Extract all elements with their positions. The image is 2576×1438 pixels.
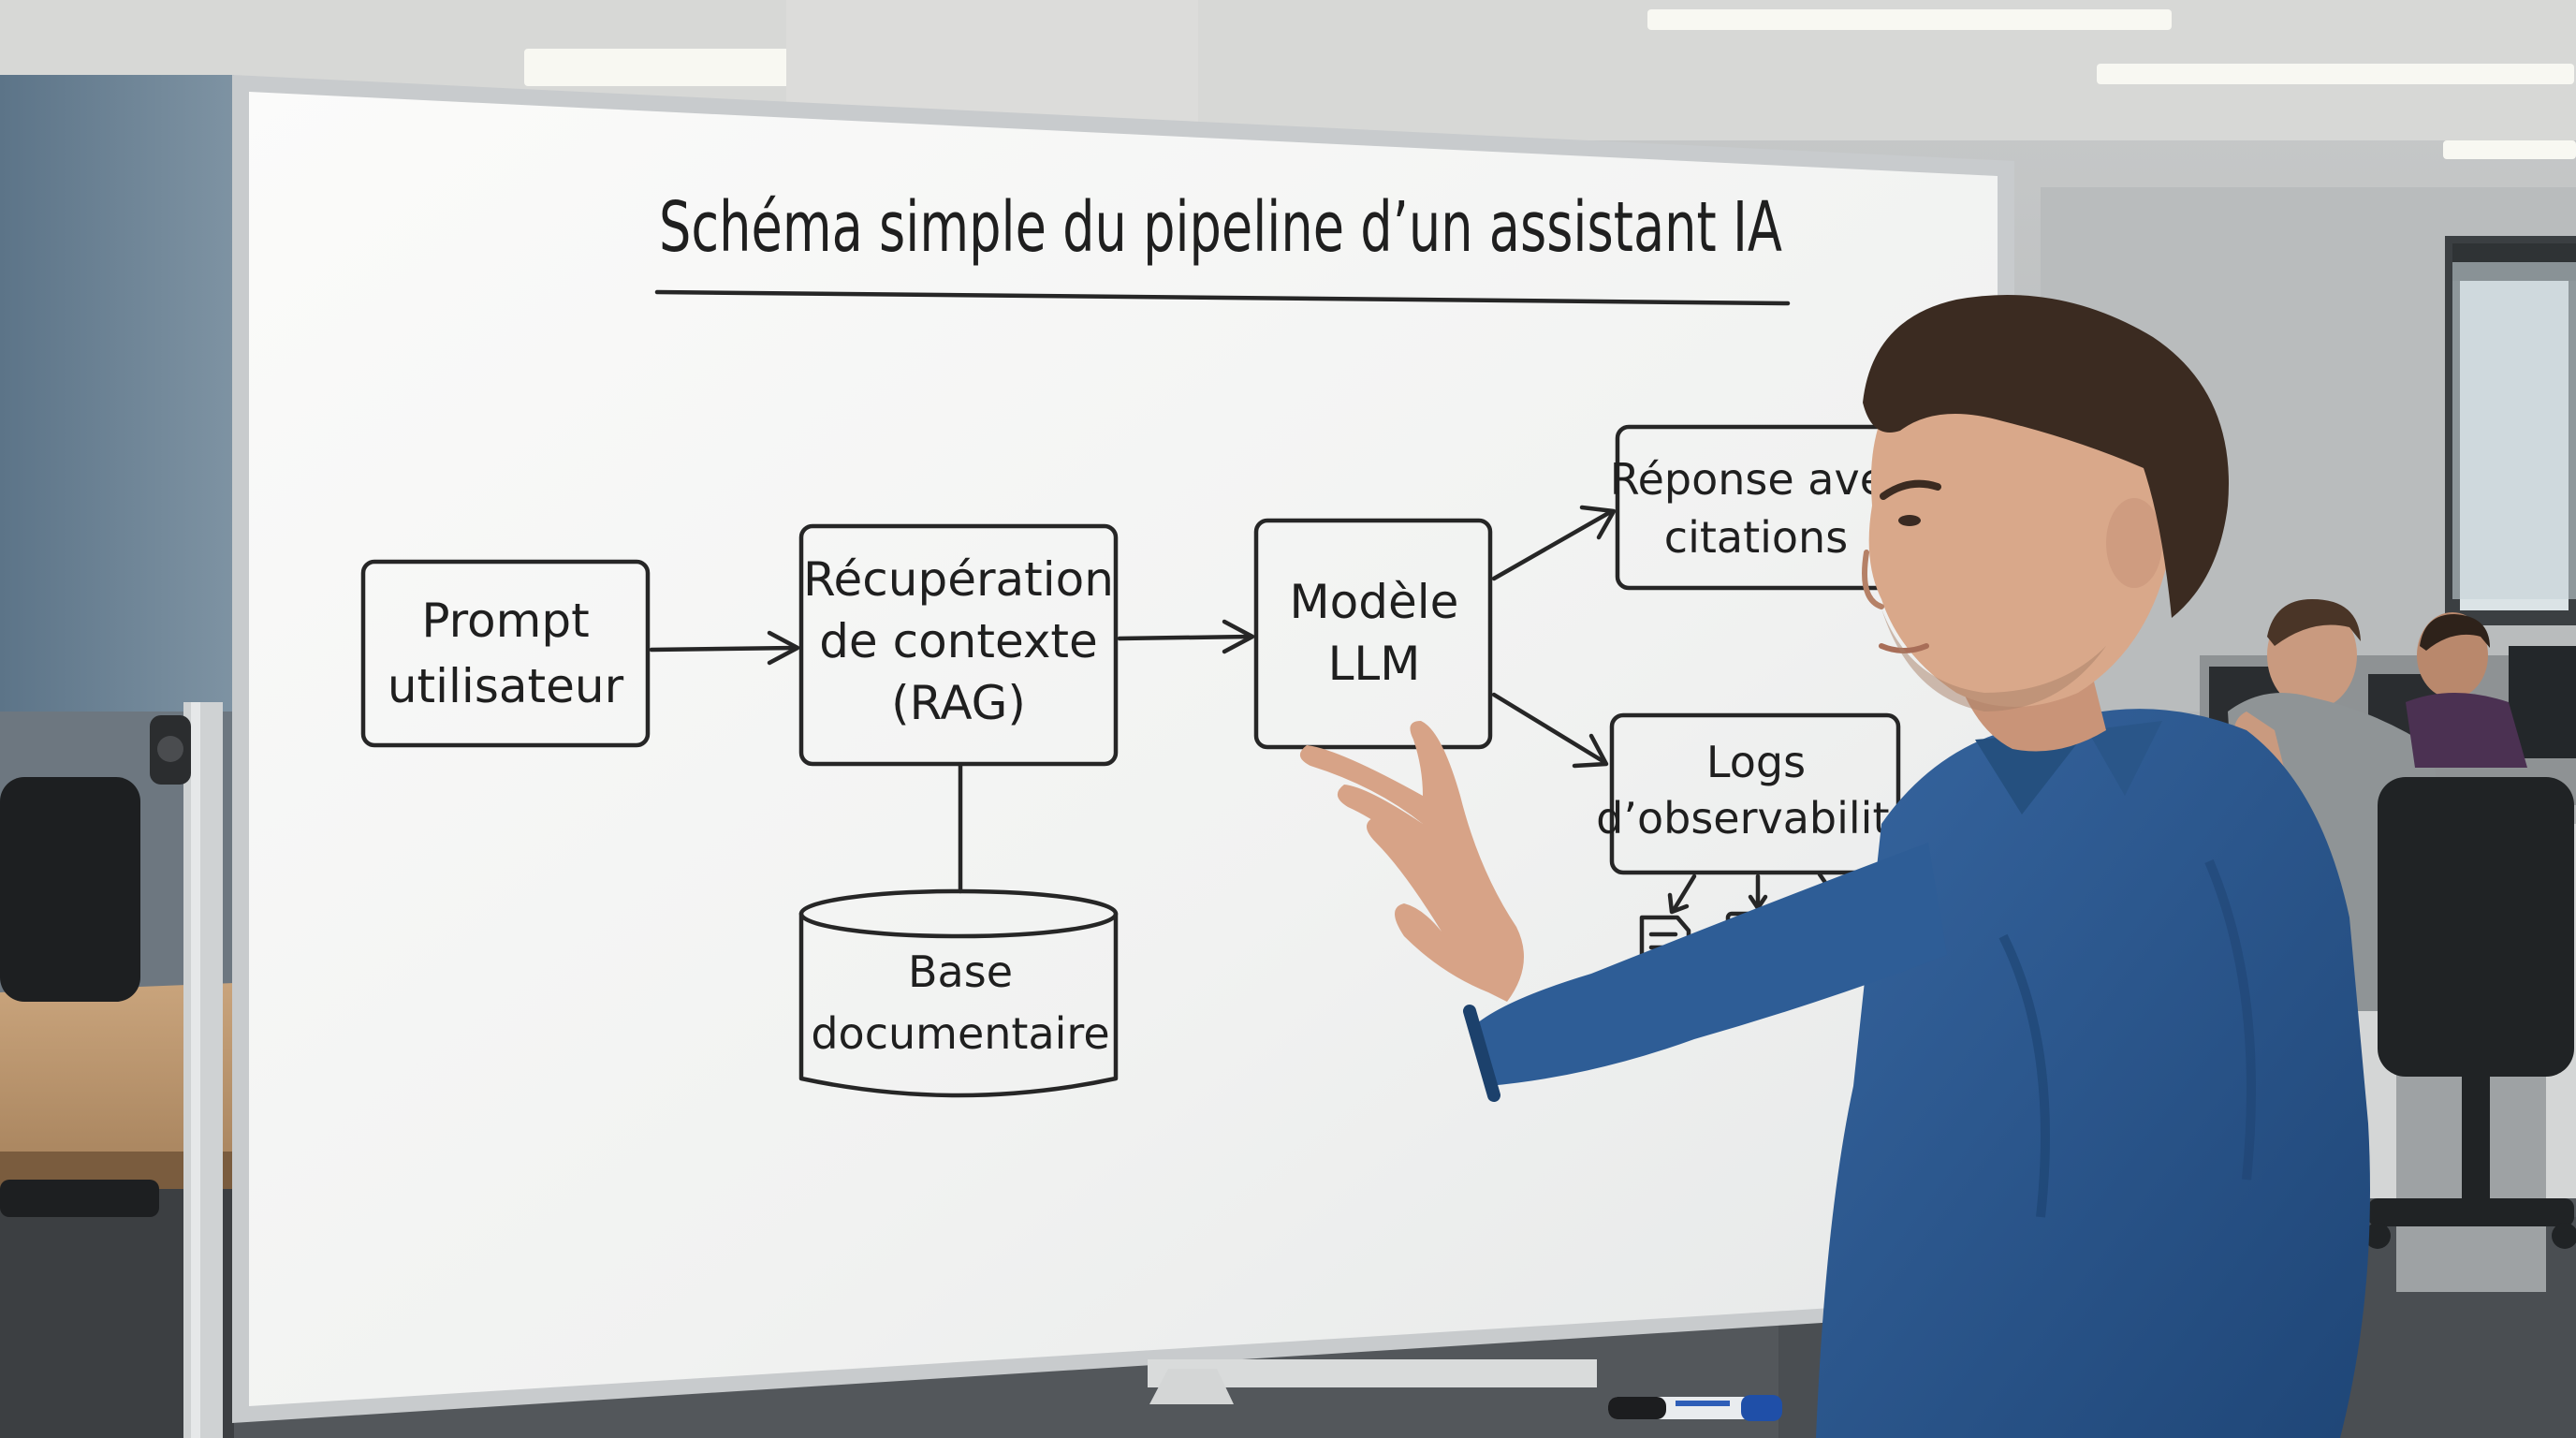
box-reponse-citations: Réponse avec citations [1610,424,1910,591]
box-llm-line-1: Modèle [1290,575,1459,629]
background-person-2 [2406,612,2527,768]
title-underline [654,289,1791,306]
box-llm-line-2: LLM [1328,637,1421,691]
diagram-title: Schéma simple du pipeline d’un assistant… [659,187,1782,268]
background-chair [2364,777,2576,1249]
arrow-prompt-to-rag [649,630,800,666]
box-rag-line-1: Récupération [803,552,1114,607]
pipeline-diagram: Schéma simple du pipeline d’un assistant… [360,187,1916,1098]
box-rag-line-2: de contexte [819,614,1098,668]
office-chair-left [0,777,159,1217]
box-rag-line-3: (RAG) [891,676,1026,730]
box-logs-line-2: d’observabilité [1596,793,1916,844]
box-docbase-line-1: Base [908,946,1013,997]
box-prompt-utilisateur: Prompt utilisateur [360,559,651,748]
box-modele-llm: Modèle LLM [1253,518,1493,750]
whiteboard [232,75,2014,1423]
presenter-hand [1299,721,1524,1002]
box-base-documentaire: Base documentaire [798,888,1119,1098]
box-logs-line-1: Logs [1706,737,1806,787]
whiteboard-stand [150,702,223,1438]
box-logs-observabilite: Logs d’observabilité [1596,712,1916,875]
whiteboard-marker [1608,1395,1782,1421]
presenter [1299,295,2370,1438]
arrow-llm-to-response [1491,505,1617,581]
box-recuperation-contexte: Récupération de contexte (RAG) [798,523,1119,767]
glass-window [0,75,234,786]
arrow-llm-to-logs [1491,692,1609,769]
box-prompt-line-2: utilisateur [388,659,624,713]
box-docbase-line-2: documentaire [811,1008,1109,1059]
arrow-rag-to-llm [1117,619,1255,654]
box-response-line-2: citations [1664,512,1848,563]
box-response-line-1: Réponse avec [1610,454,1910,505]
presenter-shirt [1816,709,2370,1438]
presenter-arm [1470,843,1947,1086]
presenter-head [1862,295,2229,712]
box-prompt-line-1: Prompt [421,594,589,648]
presenter-hair [1863,295,2229,618]
